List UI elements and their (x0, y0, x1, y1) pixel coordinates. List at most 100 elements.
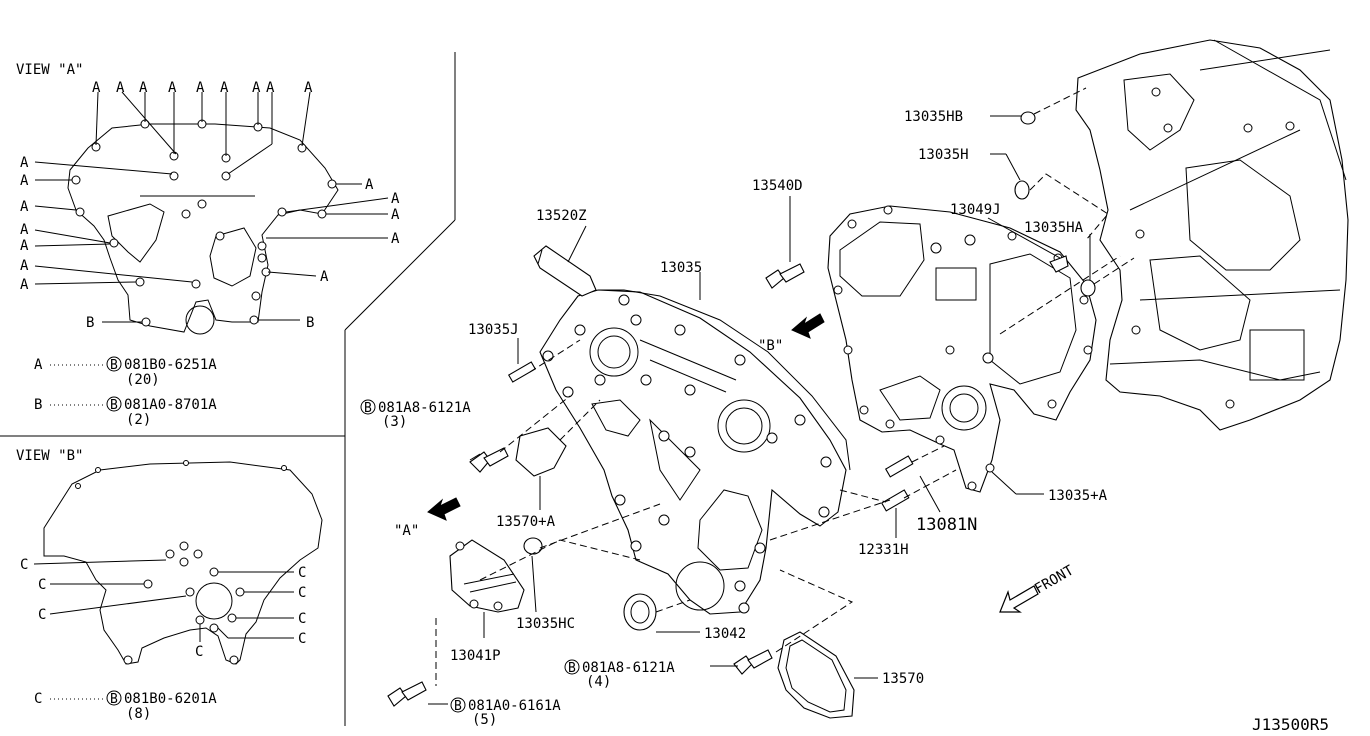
bolt-081a8-3 (469, 447, 509, 473)
view-a-cover-outline (67, 123, 339, 333)
letter-a: A (20, 277, 29, 293)
legend-part-number: 081A0-8701A (124, 397, 217, 413)
view-b-crank-hole (195, 582, 233, 620)
label-bolt-qty: (5) (472, 712, 497, 728)
letter-a: A (220, 80, 229, 96)
letter-c: C (20, 557, 28, 573)
view-a-title: VIEW "A" (16, 62, 83, 78)
label-13035hc: 13035HC (516, 616, 575, 632)
label-13520z: 13520Z (536, 208, 587, 224)
letter-a: A (92, 80, 101, 96)
label-13049j: 13049J (950, 202, 1001, 218)
letter-a: A (391, 191, 400, 207)
gasket-13570a (515, 427, 567, 477)
letter-c: C (298, 611, 306, 627)
label-bolt-qty: (4) (586, 674, 611, 690)
letter-a: A (20, 199, 29, 215)
letter-a: A (20, 173, 29, 189)
label-13035hb: 13035HB (904, 109, 963, 125)
letter-b: B (306, 315, 314, 331)
legend-circle-mark: B (110, 358, 118, 373)
letter-c: C (298, 565, 306, 581)
o-ring-13035ha (1080, 279, 1096, 297)
legend-letter: C (34, 691, 42, 707)
label-13035h: 13035H (918, 147, 969, 163)
view-b-leaders (33, 559, 294, 642)
letter-a: A (391, 231, 400, 247)
bolt2-circle-mark: B (568, 661, 576, 676)
rear-timing-cover (827, 205, 1097, 493)
letter-a: A (139, 80, 148, 96)
view-a-arrow (427, 497, 461, 521)
view-b-panel: VIEW "B" C C C C C C C (16, 448, 323, 722)
plug-13049j (1049, 255, 1069, 273)
bolt3-circle-mark: B (454, 699, 462, 714)
diagram-id: J13500R5 (1252, 715, 1329, 734)
label-13035ha: 13035HA (1024, 220, 1084, 236)
bolt-081a0-6161a (387, 681, 427, 707)
view-a-inner-opening-2 (209, 227, 257, 287)
dowel-12331h (880, 489, 910, 512)
legend-quantity: (8) (126, 706, 151, 722)
letter-a: A (20, 222, 29, 238)
label-13570a: 13570+A (496, 514, 556, 530)
label-bolt-081a0-6161a: 081A0-6161A (468, 698, 561, 714)
panel-dividers (0, 52, 456, 726)
view-a-bolt-holes (71, 119, 337, 327)
letter-a: A (266, 80, 275, 96)
letter-a: A (116, 80, 125, 96)
gasket-13570 (777, 631, 855, 719)
label-13035a: 13035+A (1048, 488, 1108, 504)
letter-a: A (391, 207, 400, 223)
label-bolt-081a8-6121a: 081A8-6121A (378, 400, 471, 416)
letter-a: A (20, 238, 29, 254)
bolt-081a8-4 (733, 649, 773, 675)
bolt-13540d (765, 263, 805, 289)
sensor-13520z (533, 245, 597, 297)
callout-leaders (428, 115, 1091, 705)
legend-circle-mark: B (110, 692, 118, 707)
engine-block (1075, 39, 1349, 431)
o-ring-13035hc (523, 537, 543, 555)
bolt1-circle-mark: B (364, 401, 372, 416)
letter-a: A (320, 269, 329, 285)
label-12331h: 12331H (858, 542, 909, 558)
assembly-lines (435, 87, 1135, 686)
water-pump-cover-13041p (449, 539, 525, 613)
letter-a: A (304, 80, 313, 96)
view-a-inner-opening-1 (107, 203, 165, 263)
view-a-marker: "A" (394, 523, 419, 539)
front-timing-cover (539, 289, 851, 615)
label-13540d: 13540D (752, 178, 803, 194)
legend-part-number: 081B0-6201A (124, 691, 217, 707)
view-b-bolt-holes (75, 460, 287, 665)
rear-cover-bolt-bosses (833, 205, 1093, 491)
view-a-legend: A B 081B0-6251A (20) B B 081A0-8701A (2) (34, 356, 217, 428)
legend-quantity: (2) (126, 412, 151, 428)
label-bolt-qty: (3) (382, 414, 407, 430)
front-cover-bolt-bosses (542, 294, 832, 614)
label-front: FRONT (1032, 562, 1077, 597)
label-13035: 13035 (660, 260, 702, 276)
view-b-cover-outline (43, 461, 323, 665)
o-ring-13035h (1014, 180, 1030, 200)
front-arrow (999, 585, 1039, 613)
legend-circle-mark: B (110, 398, 118, 413)
legend-part-number: 081B0-6251A (124, 357, 217, 373)
label-13081n: 13081N (916, 515, 977, 535)
legend-quantity: (20) (126, 372, 160, 388)
label-13570: 13570 (882, 671, 924, 687)
oil-seal-13042 (623, 593, 657, 631)
label-bolt-081a8-6121a: 081A8-6121A (582, 660, 675, 676)
view-a-letters: A A A A A A A A A A A A A A A A A A A A … (20, 80, 400, 331)
view-b-marker: "B" (758, 338, 783, 354)
letter-a: A (252, 80, 261, 96)
label-13035j: 13035J (468, 322, 519, 338)
letter-a: A (20, 155, 29, 171)
letter-c: C (195, 644, 203, 660)
label-13042: 13042 (704, 626, 746, 642)
letter-a: A (168, 80, 177, 96)
label-13041p: 13041P (450, 648, 501, 664)
dowel-13081n (884, 455, 914, 478)
